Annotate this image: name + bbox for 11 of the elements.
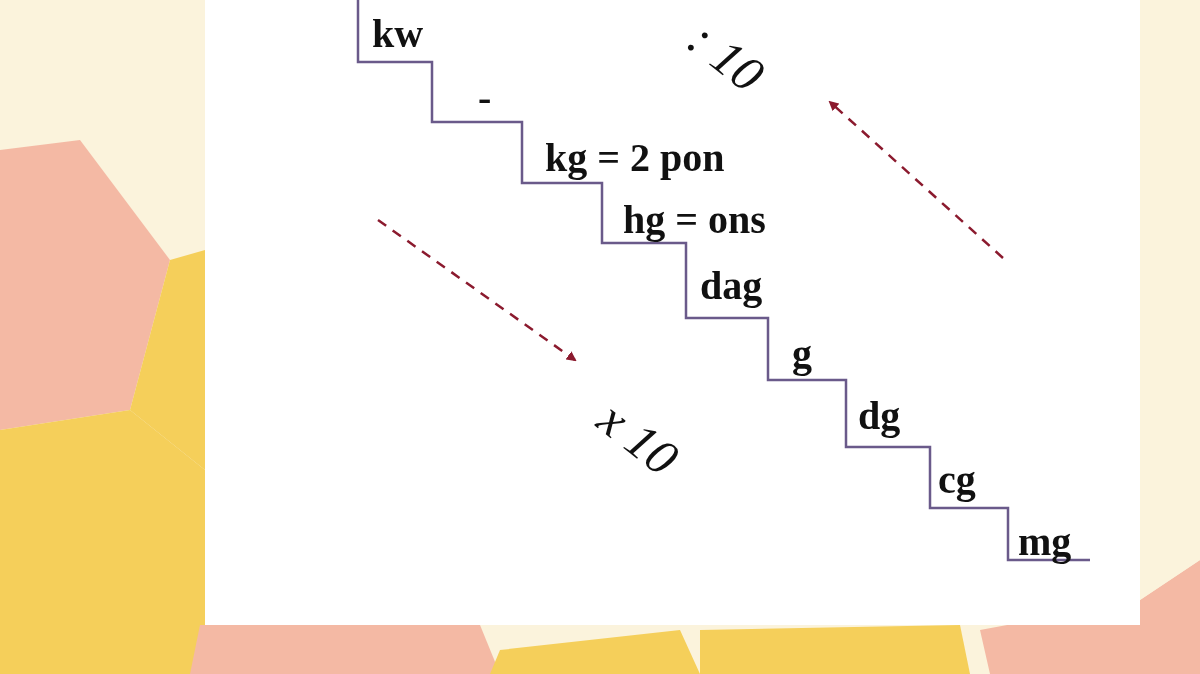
unit-label: g [792, 332, 812, 376]
unit-label: mg [1018, 520, 1072, 564]
unit-label: kw [372, 12, 424, 56]
unit-label: dg [858, 394, 901, 438]
unit-label: - [478, 76, 492, 120]
unit-label: hg = ons [623, 198, 766, 242]
factor-label: : 10 [681, 14, 771, 99]
unit-label: cg [938, 458, 976, 502]
unit-label: dag [700, 264, 763, 308]
factor-label: x 10 [591, 394, 686, 482]
unit-label: kg = 2 pon [545, 136, 725, 180]
